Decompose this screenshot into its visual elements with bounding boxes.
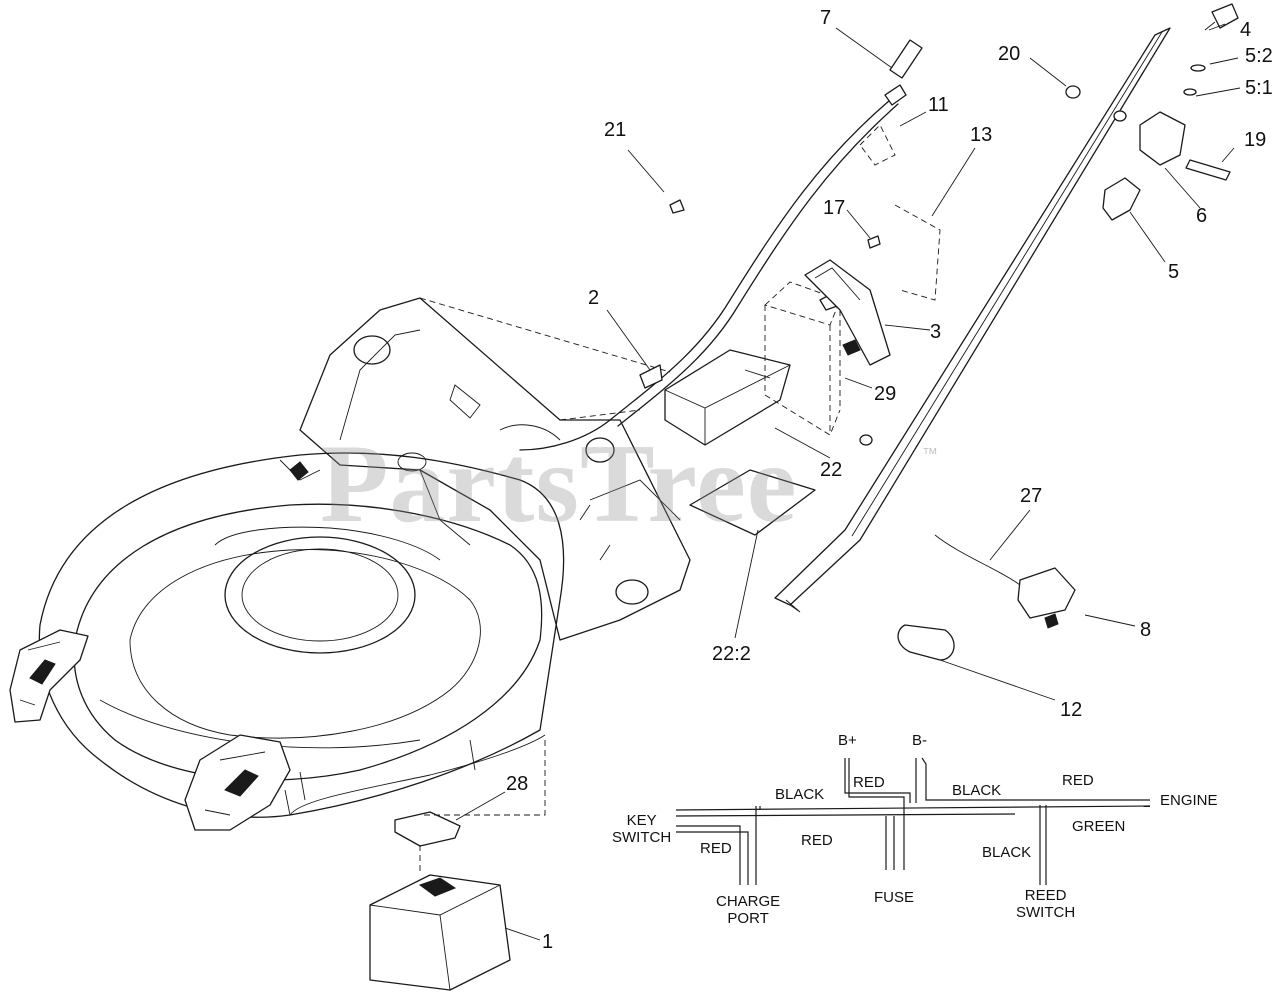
decal: [894, 204, 941, 301]
wiring-b-plus: B+: [838, 732, 857, 749]
charger: [369, 811, 511, 991]
handle-tube: [774, 27, 1171, 613]
battery-pad: [689, 469, 816, 536]
callout-28: 28: [506, 773, 529, 795]
frame-plate: [279, 297, 691, 641]
insulator: [859, 124, 896, 166]
callout-20: 20: [998, 43, 1021, 65]
nut-20: [1065, 85, 1081, 99]
watermark: PartsTree: [320, 422, 798, 546]
wiring-black-1: BLACK: [775, 786, 825, 803]
wiring-reed-switch: REED SWITCH: [1016, 887, 1076, 922]
wiring-fuse: FUSE: [874, 889, 915, 906]
callout-6: 6: [1196, 205, 1208, 227]
wiring-black-3: BLACK: [982, 844, 1032, 861]
key-switch-assembly: [1102, 3, 1239, 221]
wire-harness: [519, 39, 923, 451]
callout-8: 8: [1140, 619, 1152, 641]
callout-11: 11: [928, 94, 949, 116]
callout-21: 21: [604, 119, 627, 141]
callout-3: 3: [930, 321, 942, 343]
callout-7: 7: [820, 7, 832, 29]
wiring-charge-port: CHARGE PORT: [716, 893, 781, 928]
callout-5-2: 5:2: [1245, 45, 1273, 67]
callout-5: 5: [1168, 261, 1180, 283]
wiring-black-2: BLACK: [952, 782, 1002, 799]
wiring-engine: ENGINE: [1160, 792, 1218, 809]
callout-4: 4: [1240, 19, 1252, 41]
battery-bracket: [804, 259, 891, 366]
leader-lines: [419, 23, 1241, 941]
callout-5-1: 5:1: [1245, 77, 1273, 99]
wiring-key-switch: KEY SWITCH: [612, 812, 672, 847]
callout-1: 1: [542, 931, 554, 953]
callout-22-2: 22:2: [712, 643, 751, 665]
callout-27: 27: [1020, 485, 1043, 507]
wiring-red-4: RED: [801, 832, 833, 849]
screw-17: [867, 235, 881, 249]
charge-port-assembly: [934, 534, 1076, 629]
callout-2: 2: [588, 287, 600, 309]
callout-13: 13: [970, 124, 993, 146]
trademark-mark: ™: [922, 446, 938, 463]
wiring-red-2: RED: [1062, 772, 1094, 789]
wiring-red-1: RED: [853, 774, 885, 791]
callout-17: 17: [823, 197, 846, 219]
wiring-green: GREEN: [1072, 818, 1126, 835]
wiring-b-minus: B-: [912, 732, 927, 749]
callout-29: 29: [874, 383, 897, 405]
wiring-red-3: RED: [700, 840, 732, 857]
callout-12: 12: [1060, 699, 1083, 721]
wiring-schematic: [675, 757, 1151, 885]
callout-22: 22: [820, 459, 843, 481]
screw-21: [669, 199, 685, 214]
clip: [897, 624, 955, 661]
mower-deck: [9, 452, 565, 831]
callout-19: 19: [1244, 129, 1267, 151]
